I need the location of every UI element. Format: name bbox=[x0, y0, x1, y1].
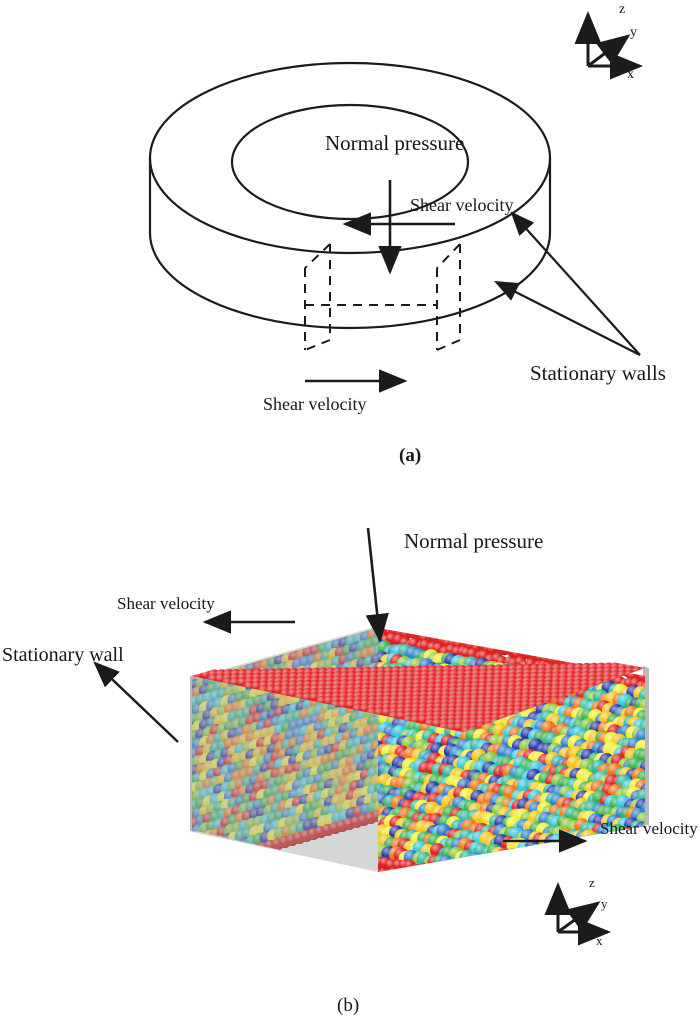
panel-a-normal-pressure-label: Normal pressure bbox=[325, 131, 465, 155]
axis-y-arrow-b bbox=[557, 901, 601, 934]
left-wall-overlay bbox=[192, 626, 378, 872]
panel-a-axis-x-label: x bbox=[627, 67, 634, 82]
panel-a-shear-velocity-top-label: Shear velocity bbox=[410, 195, 514, 215]
panel-b-shear-velocity-bottom-label: Shear velocity bbox=[600, 819, 698, 838]
panel-a-axis-z-label: z bbox=[619, 2, 626, 17]
stationary-walls-leader-upper bbox=[510, 211, 641, 356]
panel-b-normal-pressure-label: Normal pressure bbox=[404, 529, 544, 553]
panel-b-axes bbox=[544, 882, 611, 946]
panel-b-axis-z-label: z bbox=[589, 875, 595, 890]
panel-a-axis-y-label: y bbox=[630, 25, 637, 40]
panel-b-graphic bbox=[93, 527, 649, 946]
stationary-walls-leader-lower bbox=[494, 281, 641, 356]
axis-y-arrow bbox=[587, 34, 631, 68]
normal-pressure-arrow-b bbox=[365, 527, 389, 643]
panel-a-stationary-walls-label: Stationary walls bbox=[530, 361, 666, 385]
rve-dashed-box bbox=[304, 243, 461, 351]
panel-a-graphic bbox=[148, 11, 643, 393]
panel-a-shear-velocity-bottom-label: Shear velocity bbox=[263, 394, 367, 414]
annulus-ring bbox=[148, 61, 552, 330]
stationary-wall-leader-b bbox=[93, 661, 179, 743]
panel-b-axis-x-label: x bbox=[596, 933, 603, 948]
panel-b-shear-velocity-top-label: Shear velocity bbox=[117, 594, 215, 613]
inner-top-ellipse bbox=[230, 103, 470, 221]
panel-b-axis-y-label: y bbox=[601, 896, 608, 911]
panel-a-label: (a) bbox=[399, 445, 422, 466]
panel-a-axes bbox=[574, 11, 643, 80]
panel-b-stationary-wall-label: Stationary wall bbox=[2, 644, 124, 666]
panel-b-label: (b) bbox=[337, 995, 360, 1016]
outer-bottom-arc bbox=[148, 232, 552, 330]
